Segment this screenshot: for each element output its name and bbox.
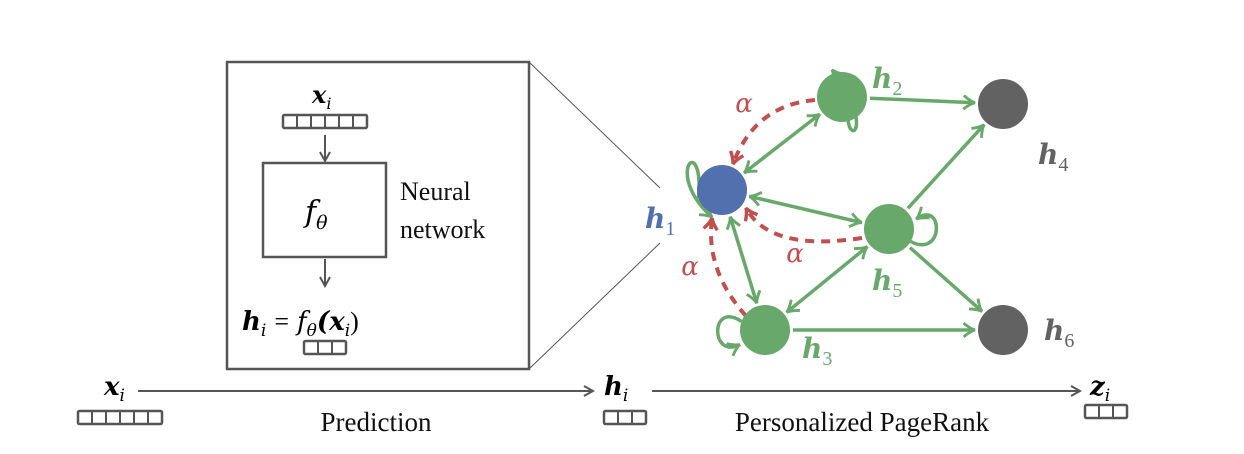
alpha-label: α [735, 89, 753, 119]
graph-node-h3 [740, 305, 790, 355]
neural-network-box [261, 161, 388, 259]
graph-node-h6 [978, 305, 1028, 355]
alpha-label: α [786, 239, 804, 269]
prediction-label: Prediction [321, 407, 432, 437]
graph-edge-h1-h2 [742, 112, 822, 175]
panel-input-label: xi [311, 80, 331, 113]
pagerank-label: Personalized PageRank [735, 407, 990, 437]
node-label-h3: h3 [802, 332, 832, 370]
neural-label: Neural [400, 177, 471, 206]
zoom-line-top [528, 61, 661, 189]
graph-edge-h3-h5 [785, 245, 869, 314]
vector-outline [302, 339, 348, 356]
graph-edge-h1-h3 [725, 215, 762, 305]
teleport-edge-h3 [711, 218, 748, 318]
pipeline-mid-vector [602, 409, 648, 426]
panel-output-vector [302, 339, 348, 356]
teleport-edge-h2 [733, 98, 816, 164]
vector-outline [1083, 403, 1129, 420]
graph-edges [685, 68, 986, 357]
teleport-edge-h5 [746, 208, 863, 244]
graph-nodes [697, 72, 1028, 355]
node-label-h4: h4 [1038, 138, 1068, 176]
graph-node-h5 [864, 204, 914, 254]
node-label-h6: h6 [1044, 314, 1074, 352]
pipeline-input-label: xi [103, 372, 125, 406]
panel-frame [225, 60, 531, 371]
pipeline-mid-label: hi [604, 372, 628, 406]
self-loop-h5 [909, 206, 939, 247]
graph-edge-h5-h6 [908, 246, 984, 313]
zoom-line-bottom [528, 242, 661, 370]
neural-network-panel: xi fθ Neural network hi=fθ(xi) [225, 60, 661, 371]
graph-node-h1 [697, 165, 747, 215]
node-label-h1: h1 [645, 202, 675, 240]
graph-edge-h1-h5 [748, 191, 863, 228]
self-loop-h3 [715, 315, 743, 357]
pipeline: xi Prediction hi Personalized PageRank z… [76, 372, 1129, 437]
function-label: fθ [303, 195, 328, 234]
panel-input-vector [281, 113, 369, 130]
graph-edge-h2-h4 [869, 94, 976, 111]
vector-outline [602, 409, 648, 426]
network-label: network [400, 215, 485, 244]
self-loop-h1 [685, 160, 714, 219]
node-label-h5: h5 [872, 264, 902, 302]
pipeline-output-label: zi [1089, 372, 1110, 406]
graph-node-h4 [978, 79, 1028, 129]
pipeline-output-vector [1083, 403, 1129, 420]
pipeline-input-vector [76, 409, 164, 426]
graph-node-h2 [817, 72, 867, 122]
alpha-label: α [681, 252, 699, 282]
graph-edge-h5-h4 [906, 123, 986, 210]
node-label-h2: h2 [872, 62, 902, 100]
equation: hi=fθ(xi) [242, 307, 359, 341]
